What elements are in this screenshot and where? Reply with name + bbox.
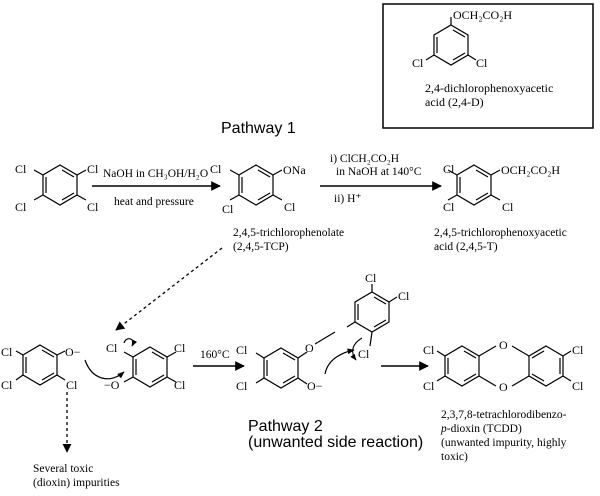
phenolate-electrophile: Cl Cl Cl −O bbox=[104, 338, 186, 392]
tcdd-cl-4: Cl bbox=[572, 379, 584, 393]
2-4-d-box: OCH₂CO₂H Cl Cl 2,4-dichlorophenoxyacetic… bbox=[382, 3, 594, 129]
2-4-d-caption-line2: acid (2,4-D) bbox=[425, 95, 484, 109]
tcdd-para-prefix: p bbox=[440, 423, 447, 435]
tcdd-cl-3: Cl bbox=[572, 343, 584, 357]
pathway1-arrow1-conditions: heat and pressure bbox=[114, 196, 194, 208]
phenolate-cl-1: Cl bbox=[1, 345, 13, 359]
ring-closure-curly-arrow bbox=[324, 348, 355, 375]
side-products-label-line1: Several toxic bbox=[33, 463, 93, 475]
ether-oxide: O− bbox=[307, 379, 323, 393]
pathway1-arrow2: i) ClCH₂CO₂H in NaOH at 140°C ii) H⁺ bbox=[320, 153, 442, 205]
pathway1-arrow2-step2: ii) H⁺ bbox=[334, 193, 361, 205]
t-cl-3: Cl bbox=[502, 200, 514, 214]
tcdd-note-line1: (unwanted impurity, highly bbox=[441, 437, 567, 449]
tetrachlorobenzene-cl-2: Cl bbox=[87, 162, 99, 176]
phenolate-oxygen: O− bbox=[65, 345, 81, 359]
ether-cl-3: Cl bbox=[365, 271, 377, 285]
tcdd-name-rest: -dioxin (TCDD) bbox=[447, 423, 522, 435]
t-molecule: OCH₂CO₂H Cl Cl Cl 2,4,5-trichlorophenoxy… bbox=[434, 162, 567, 253]
pathway2-link-arrow bbox=[115, 247, 223, 331]
electrophile-cl-3: Cl bbox=[174, 378, 186, 392]
pathway2-subtitle: (unwanted side reaction) bbox=[248, 434, 423, 451]
tcp-ring bbox=[229, 164, 283, 206]
electrophile-cl-2: Cl bbox=[174, 341, 186, 355]
tcp-molecule: ONa Cl Cl Cl 2,4,5-trichlorophenolate (2… bbox=[210, 162, 344, 253]
leaving-group-curly-arrow bbox=[123, 338, 138, 347]
2-4-d-ring bbox=[425, 17, 477, 66]
t-ring bbox=[447, 164, 501, 206]
pathway1-arrow1-reagent: NaOH in CH₃OH/H₂O bbox=[103, 168, 208, 180]
electrophile-ring bbox=[123, 346, 177, 388]
ether-cl-5: Cl bbox=[358, 347, 370, 361]
pathway1-arrow1: NaOH in CH₃OH/H₂O heat and pressure bbox=[92, 168, 221, 208]
phenolate-nucleophile: O− Cl Cl Cl bbox=[1, 344, 81, 392]
phenolate-ring bbox=[15, 344, 66, 386]
pathway2-arrow1: 160°C bbox=[193, 349, 245, 371]
t-cl-1: Cl bbox=[443, 162, 455, 176]
tcp-name: 2,4,5-trichlorophenolate bbox=[233, 227, 344, 239]
ether-lower-ring bbox=[255, 331, 336, 389]
pathway1-title: Pathway 1 bbox=[221, 120, 296, 137]
phenolate-cl-3: Cl bbox=[66, 378, 78, 392]
tcp-cl-2: Cl bbox=[222, 202, 234, 216]
tcp-cl-1: Cl bbox=[210, 162, 222, 176]
pathway2-temperature: 160°C bbox=[200, 349, 230, 361]
t-cl-2: Cl bbox=[443, 200, 455, 214]
t-substituent: OCH₂CO₂H bbox=[501, 163, 560, 177]
tcdd-rings bbox=[436, 345, 572, 387]
tcdd-cl-1: Cl bbox=[423, 343, 435, 357]
tetrachlorobenzene-cl-4: Cl bbox=[87, 200, 99, 214]
2-4-d-box-frame bbox=[382, 3, 594, 129]
t-abbreviation: acid (2,4,5-T) bbox=[434, 241, 498, 253]
2-4-d-cl-left: Cl bbox=[412, 56, 424, 70]
2-4-d-substituent: OCH₂CO₂H bbox=[453, 8, 512, 22]
tetrachlorobenzene: Cl Cl Cl Cl bbox=[15, 162, 99, 214]
pathway1-arrow2-step1-conditions: in NaOH at 140°C bbox=[336, 166, 422, 178]
tcdd-note-line2: toxic) bbox=[441, 451, 468, 463]
pathway1-arrow2-step1: i) ClCH₂CO₂H bbox=[330, 153, 399, 165]
chloride-loss-curly-arrow bbox=[350, 337, 363, 361]
tcp-cl-3: Cl bbox=[284, 200, 296, 214]
tetrachlorobenzene-cl-1: Cl bbox=[15, 162, 27, 176]
ether-intermediate: O O− Cl Cl Cl Cl Cl bbox=[236, 271, 410, 393]
tcdd-oxygen-top: O bbox=[499, 338, 508, 352]
ether-cl-4: Cl bbox=[398, 289, 410, 303]
tetrachlorobenzene-cl-3: Cl bbox=[15, 200, 27, 214]
tcdd-oxygen-bottom: O bbox=[499, 380, 508, 394]
ether-oxygen: O bbox=[305, 341, 314, 355]
ether-upper-ring bbox=[346, 284, 398, 347]
tcdd-cl-2: Cl bbox=[423, 379, 435, 393]
attack-curly-arrow bbox=[84, 359, 125, 380]
tcp-abbreviation: (2,4,5-TCP) bbox=[233, 241, 289, 253]
tcp-substituent: ONa bbox=[283, 163, 306, 177]
t-name: 2,4,5-trichlorophenoxyacetic bbox=[434, 227, 567, 239]
ether-cl-2: Cl bbox=[236, 379, 248, 393]
tetrachlorobenzene-ring bbox=[33, 164, 87, 206]
electrophile-cl-1: Cl bbox=[106, 341, 118, 355]
electrophile-oxygen: −O bbox=[104, 378, 120, 392]
side-products-label-line2: (dioxin) impurities bbox=[33, 477, 120, 489]
2-4-d-cl-right: Cl bbox=[476, 56, 488, 70]
ether-cl-1: Cl bbox=[236, 343, 248, 357]
phenolate-cl-2: Cl bbox=[1, 378, 13, 392]
tcdd-molecule: O O Cl Cl Cl Cl 2,3,7,8-tetrachlorodiben… bbox=[423, 338, 584, 463]
tcdd-name-line1: 2,3,7,8-tetrachlorodibenzo- bbox=[441, 409, 567, 421]
tcdd-name-line2: p-dioxin (TCDD) bbox=[440, 423, 522, 435]
2-4-d-caption-line1: 2,4-dichlorophenoxyacetic bbox=[425, 81, 553, 95]
pathway2-title: Pathway 2 bbox=[248, 418, 323, 435]
